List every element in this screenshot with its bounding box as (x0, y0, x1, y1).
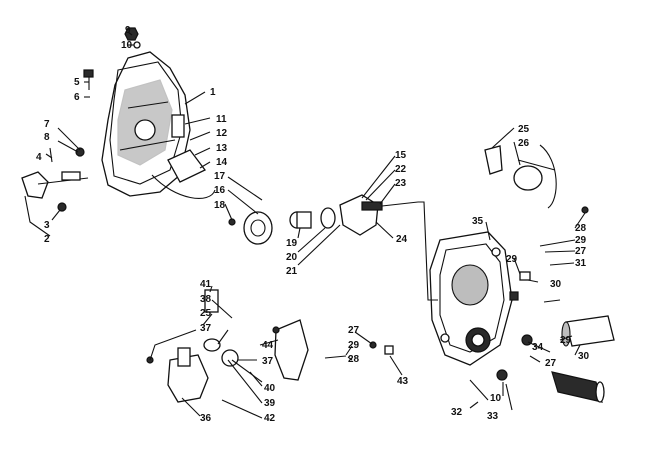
label-39: 39 (264, 398, 276, 409)
output-shaft (561, 315, 615, 347)
label-12: 12 (216, 128, 228, 139)
callout-labels: 9 10 5 6 1 11 12 13 14 7 8 4 3 2 17 16 1… (36, 25, 590, 424)
label-2: 2 (44, 234, 50, 245)
label-1: 1 (210, 87, 216, 98)
label-27: 27 (575, 246, 587, 257)
label-30: 30 (550, 279, 562, 290)
input-shaft (551, 371, 605, 403)
label-29: 29 (575, 235, 587, 246)
label-32: 32 (451, 407, 463, 418)
label-25b: 25 (200, 308, 212, 319)
label-7: 7 (44, 119, 50, 130)
bolt-32-icon (469, 379, 489, 401)
label-41: 41 (200, 279, 212, 290)
label-23: 23 (395, 178, 407, 189)
label-29d: 29 (348, 340, 360, 351)
bolt-30-icon (543, 299, 561, 303)
label-27c: 27 (348, 325, 360, 336)
pin-4-icon (49, 147, 53, 163)
label-22: 22 (395, 164, 407, 175)
upper-right-bracket (484, 144, 589, 214)
label-17: 17 (214, 171, 226, 182)
label-25: 25 (518, 124, 530, 135)
label-28b: 28 (348, 354, 360, 365)
label-16: 16 (214, 185, 226, 196)
label-8: 8 (44, 132, 50, 143)
label-14: 14 (216, 157, 228, 168)
label-9: 9 (125, 25, 131, 36)
label-21: 21 (286, 266, 298, 277)
label-29b: 29 (506, 254, 518, 265)
label-13: 13 (216, 143, 228, 154)
spring-43-icon (384, 345, 394, 355)
lever-arm (21, 171, 89, 199)
label-5: 5 (74, 77, 80, 88)
label-3: 3 (44, 220, 50, 231)
label-28: 28 (575, 223, 587, 234)
label-42: 42 (264, 413, 276, 424)
label-27b: 27 (545, 358, 557, 369)
label-37b: 37 (262, 356, 274, 367)
label-18: 18 (214, 200, 226, 211)
label-44: 44 (262, 340, 274, 351)
label-31: 31 (575, 258, 587, 269)
label-11: 11 (216, 114, 227, 125)
label-4: 4 (36, 152, 42, 163)
label-10b: 10 (490, 393, 502, 404)
caliper-assembly (146, 289, 347, 403)
drive-cover-housing (101, 51, 216, 199)
label-15: 15 (395, 150, 407, 161)
gear-case-housing (429, 231, 513, 366)
retaining-clip (167, 149, 206, 183)
label-40: 40 (264, 383, 276, 394)
label-29c: 29 (560, 335, 572, 346)
label-35: 35 (472, 216, 484, 227)
label-36: 36 (200, 413, 212, 424)
label-20: 20 (286, 252, 298, 263)
leader-lines (24, 31, 586, 419)
washer-3-icon (57, 202, 67, 212)
label-10: 10 (121, 40, 133, 51)
label-26: 26 (518, 138, 530, 149)
label-30b: 30 (578, 351, 590, 362)
bearing-33-icon (496, 369, 508, 381)
tensioner-assembly (228, 194, 419, 245)
label-33: 33 (487, 411, 499, 422)
bolt-5-icon (83, 69, 94, 90)
washer-8-icon (75, 147, 85, 157)
label-38: 38 (200, 294, 212, 305)
label-43: 43 (397, 376, 409, 387)
label-34: 34 (532, 342, 544, 353)
label-6: 6 (74, 92, 80, 103)
spacer-icon (509, 291, 519, 301)
label-19: 19 (286, 238, 298, 249)
bushing-icon (519, 271, 531, 281)
label-37: 37 (200, 323, 212, 334)
label-24: 24 (396, 234, 408, 245)
bracket-plate (171, 114, 185, 138)
